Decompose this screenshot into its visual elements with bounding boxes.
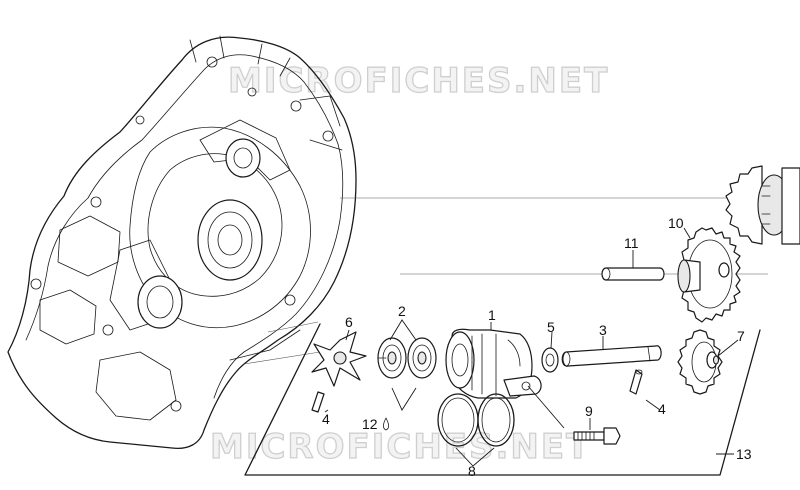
watermark-bottom: MICROFICHES.NET [210,427,591,467]
part-11-pin [601,267,665,281]
leader-lines [324,227,739,467]
callout-1: 1 [488,307,496,323]
part-1-pump-housing [445,328,542,399]
part-8-o-rings [437,393,515,447]
part-2-bearings [377,337,437,379]
callout-9: 9 [585,403,593,419]
callout-10: 10 [668,215,684,231]
part-7-gear [677,329,723,395]
callout-8: 8 [468,463,476,479]
watermark-top: MICROFICHES.NET [228,61,609,101]
part-4-roll-pin-right [629,369,643,395]
gear-upper-right [725,165,800,245]
callout-2: 2 [398,303,406,319]
callout-4-left: 4 [322,411,330,427]
callout-13: 13 [736,446,752,462]
callout-11: 11 [624,235,639,251]
part-3-shaft [561,345,662,367]
callout-labels: 1 2 3 4 4 5 6 7 8 9 10 11 12 13 [322,215,752,479]
callout-3: 3 [599,322,607,338]
part-9-bolt [573,427,621,445]
callout-4-right: 4 [658,401,666,417]
part-6-impeller [311,331,367,387]
kit-outline-13 [244,323,761,476]
part-10-gear [677,227,741,323]
callout-12: 12 [362,416,378,432]
part-4-roll-pin-left [311,391,325,413]
crankcase-half [7,35,357,450]
part-12-grease-drop [382,417,390,431]
part-5-washer [541,347,559,373]
callout-7: 7 [737,328,745,344]
callout-6: 6 [345,314,353,330]
callout-5: 5 [547,319,555,335]
